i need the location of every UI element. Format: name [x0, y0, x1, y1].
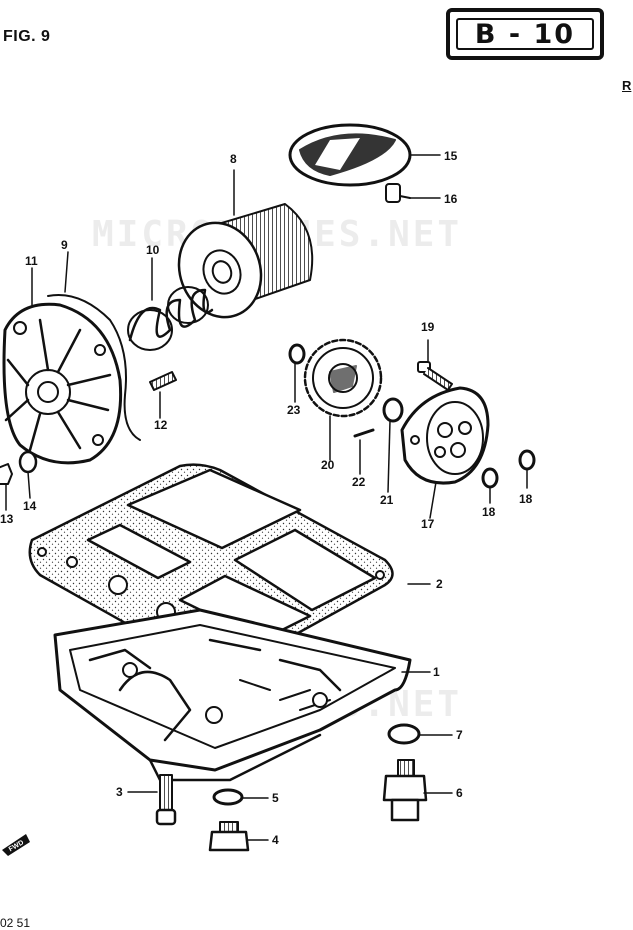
part-17-oil-pump: [400, 386, 490, 485]
callout-7: 7: [456, 728, 463, 742]
callout-5: 5: [272, 791, 279, 805]
callout-8: 8: [230, 152, 237, 166]
part-21-o-ring: [382, 397, 404, 423]
part-9-o-ring: [47, 294, 141, 441]
part-18-o-ring-b: [518, 449, 536, 471]
part-18-o-ring-a: [481, 467, 499, 489]
callout-16: 16: [444, 192, 458, 206]
part-19-bolt: [417, 361, 453, 391]
callout-2: 1: [433, 665, 440, 679]
forward-arrow-label: FWD: [8, 839, 25, 853]
figure-code: B - 10: [456, 18, 594, 50]
part-12-stud: [149, 371, 177, 391]
figure-label: FIG. 9: [3, 28, 51, 45]
callout-4: 4: [272, 833, 279, 847]
part-7-gasket: [387, 723, 421, 745]
figure-code-box: B - 10: [446, 8, 604, 60]
callout-17: 17: [421, 517, 435, 531]
callout-13: 13: [0, 512, 14, 526]
bottom-code: 02 51: [0, 916, 31, 930]
callout-14: 14: [23, 499, 37, 513]
callout-23: 23: [287, 403, 301, 417]
callout-10: 10: [146, 243, 160, 257]
part-22-pin: [353, 428, 375, 438]
part-15-cover-plate: [288, 123, 412, 187]
callout-21: 21: [380, 493, 394, 507]
part-13-bolt: [0, 463, 13, 485]
callout-3: 3: [116, 785, 123, 799]
callout-19: 19: [421, 320, 435, 334]
part-2-gasket: [28, 463, 394, 672]
part-1-oil-pan: [53, 608, 412, 782]
part-5-washer: [212, 788, 244, 806]
part-14-washer: [18, 450, 38, 474]
part-3-bolt: [155, 774, 177, 826]
callout-18a: 18: [482, 505, 496, 519]
part-4-drain-plug: [208, 821, 250, 852]
part-11-filter-cover: [2, 302, 123, 465]
callout-1: 2: [436, 577, 443, 591]
part-8-oil-filter: [177, 203, 314, 319]
part-16-bolt: [385, 183, 411, 203]
callout-15: 15: [444, 149, 458, 163]
callout-6: 6: [456, 786, 463, 800]
part-23-circlip: [288, 343, 306, 365]
callout-18b: 18: [519, 492, 533, 506]
side-mark: R: [622, 78, 632, 93]
callout-20: 20: [321, 458, 335, 472]
callout-22: 22: [352, 475, 366, 489]
part-6-oil-pressure-switch: [382, 759, 428, 822]
callout-12: 12: [154, 418, 168, 432]
part-10-spring: [127, 286, 214, 351]
forward-arrow-icon: FWD: [2, 834, 30, 856]
callout-11: 11: [25, 254, 38, 268]
leader-lines: [5, 154, 528, 841]
callout-9: 9: [61, 238, 68, 252]
part-20-drive-gear: [303, 338, 383, 418]
